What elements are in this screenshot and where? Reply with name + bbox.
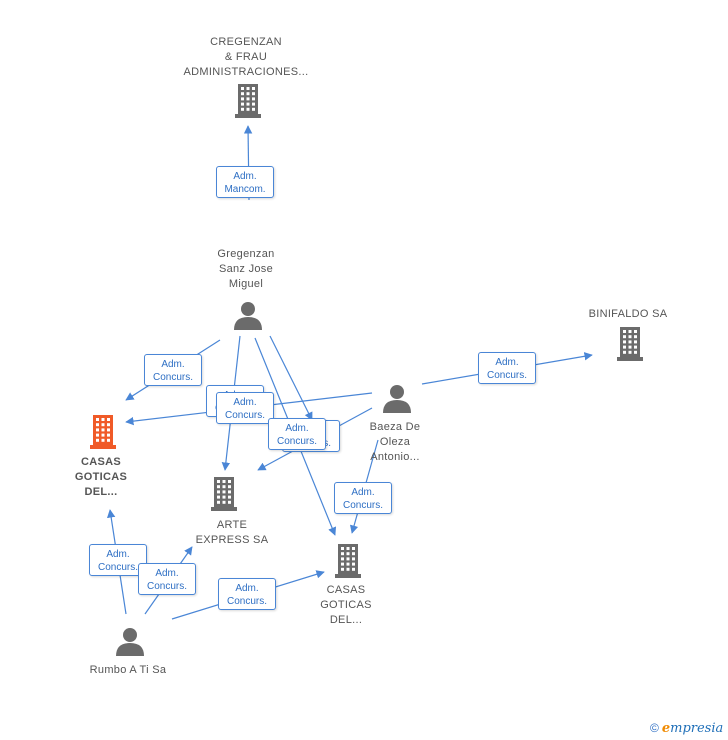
icons-layer: [90, 84, 643, 656]
node-label-line: Gregenzan: [217, 248, 275, 260]
edge-role-label[interactable]: Adm. Concurs.: [216, 392, 274, 424]
node-label-line: CASAS: [80, 456, 121, 468]
node-label-binifaldo[interactable]: BINIFALDO SA: [558, 307, 698, 322]
node-label-line: & FRAU: [224, 51, 268, 63]
node-label-line: Sanz Jose: [218, 263, 274, 275]
node-label-line: Baeza De: [369, 421, 421, 433]
node-label-casas2[interactable]: CASAS GOTICAS DEL...: [276, 583, 416, 628]
person-icon[interactable]: [383, 385, 411, 413]
node-label-line: GOTICAS: [74, 471, 128, 483]
node-label-line: GOTICAS: [320, 599, 372, 611]
edge-role-label[interactable]: Adm. Concurs.: [478, 352, 536, 384]
edge-role-text: Adm.: [285, 423, 309, 434]
node-label-line: DEL...: [84, 486, 118, 498]
building-icon[interactable]: [617, 327, 643, 361]
edge-role-text: Adm.: [233, 397, 257, 408]
node-label-cregenzan[interactable]: CREGENZAN & FRAU ADMINISTRACIONES...: [176, 35, 316, 80]
edge-role-text: Adm.: [495, 357, 519, 368]
edge-role-text: Adm.: [106, 549, 130, 560]
brand-initial: e: [661, 720, 671, 736]
node-label-line: Miguel: [228, 278, 264, 290]
edge-role-text: Concurs.: [486, 370, 527, 381]
node-label-rumbo[interactable]: Rumbo A Ti Sa: [58, 663, 198, 678]
node-label-line: BINIFALDO SA: [588, 308, 668, 320]
edge-role-text: Adm.: [161, 359, 185, 370]
node-label-line: ARTE: [216, 519, 248, 531]
node-label-line: Antonio...: [370, 451, 420, 463]
copyright-symbol: ©: [650, 721, 659, 735]
person-icon[interactable]: [116, 628, 144, 656]
edge-role-label[interactable]: Adm. Concurs.: [268, 418, 326, 450]
node-label-line: ADMINISTRACIONES...: [183, 66, 309, 78]
node-label-arte[interactable]: ARTE EXPRESS SA: [162, 518, 302, 548]
edge-role-label[interactable]: Adm. Concurs.: [334, 482, 392, 514]
edge-role-text: Concurs.: [224, 410, 265, 421]
edge-line: [269, 335, 313, 421]
person-icon[interactable]: [234, 302, 262, 330]
footer-credit: © empresia: [650, 720, 723, 736]
edge-role-text: Concurs.: [146, 581, 187, 592]
building-icon[interactable]: [211, 477, 237, 511]
edge-role-label[interactable]: Adm. Mancom.: [216, 166, 274, 198]
node-label-line: CASAS: [326, 584, 366, 596]
edge-role-text: Concurs.: [342, 500, 383, 511]
edge-role-label[interactable]: Adm. Concurs.: [144, 354, 202, 386]
edge-role-label[interactable]: Adm. Concurs.: [138, 563, 196, 595]
building-icon[interactable]: [235, 84, 261, 118]
edge-role-text: Concurs.: [97, 562, 138, 573]
building-icon[interactable]: [335, 544, 361, 578]
node-label-line: EXPRESS SA: [195, 534, 269, 546]
edge-role-label[interactable]: Adm. Concurs.: [89, 544, 147, 576]
node-label-line: DEL...: [329, 614, 363, 626]
edge-role-text: Adm.: [351, 487, 375, 498]
edge-role-text: Concurs.: [226, 596, 267, 607]
edge-role-text: Concurs.: [152, 372, 193, 383]
node-label-line: CREGENZAN: [210, 36, 282, 48]
edge-role-text: Adm.: [155, 568, 179, 579]
building-icon[interactable]: [90, 415, 116, 449]
node-label-line: Rumbo A Ti Sa: [89, 664, 167, 676]
edge-role-text: Mancom.: [224, 184, 266, 195]
brand-rest: mpresia: [670, 720, 724, 736]
brand-logo[interactable]: empresia: [662, 721, 723, 736]
node-label-line: Oleza: [379, 436, 411, 448]
edge-role-label[interactable]: Adm. Concurs.: [218, 578, 276, 610]
node-label-casas1[interactable]: CASAS GOTICAS DEL...: [31, 455, 171, 500]
edge-role-text: Adm.: [235, 583, 259, 594]
edge-role-text: Concurs.: [276, 436, 317, 447]
edge-role-text: Adm.: [233, 171, 257, 182]
